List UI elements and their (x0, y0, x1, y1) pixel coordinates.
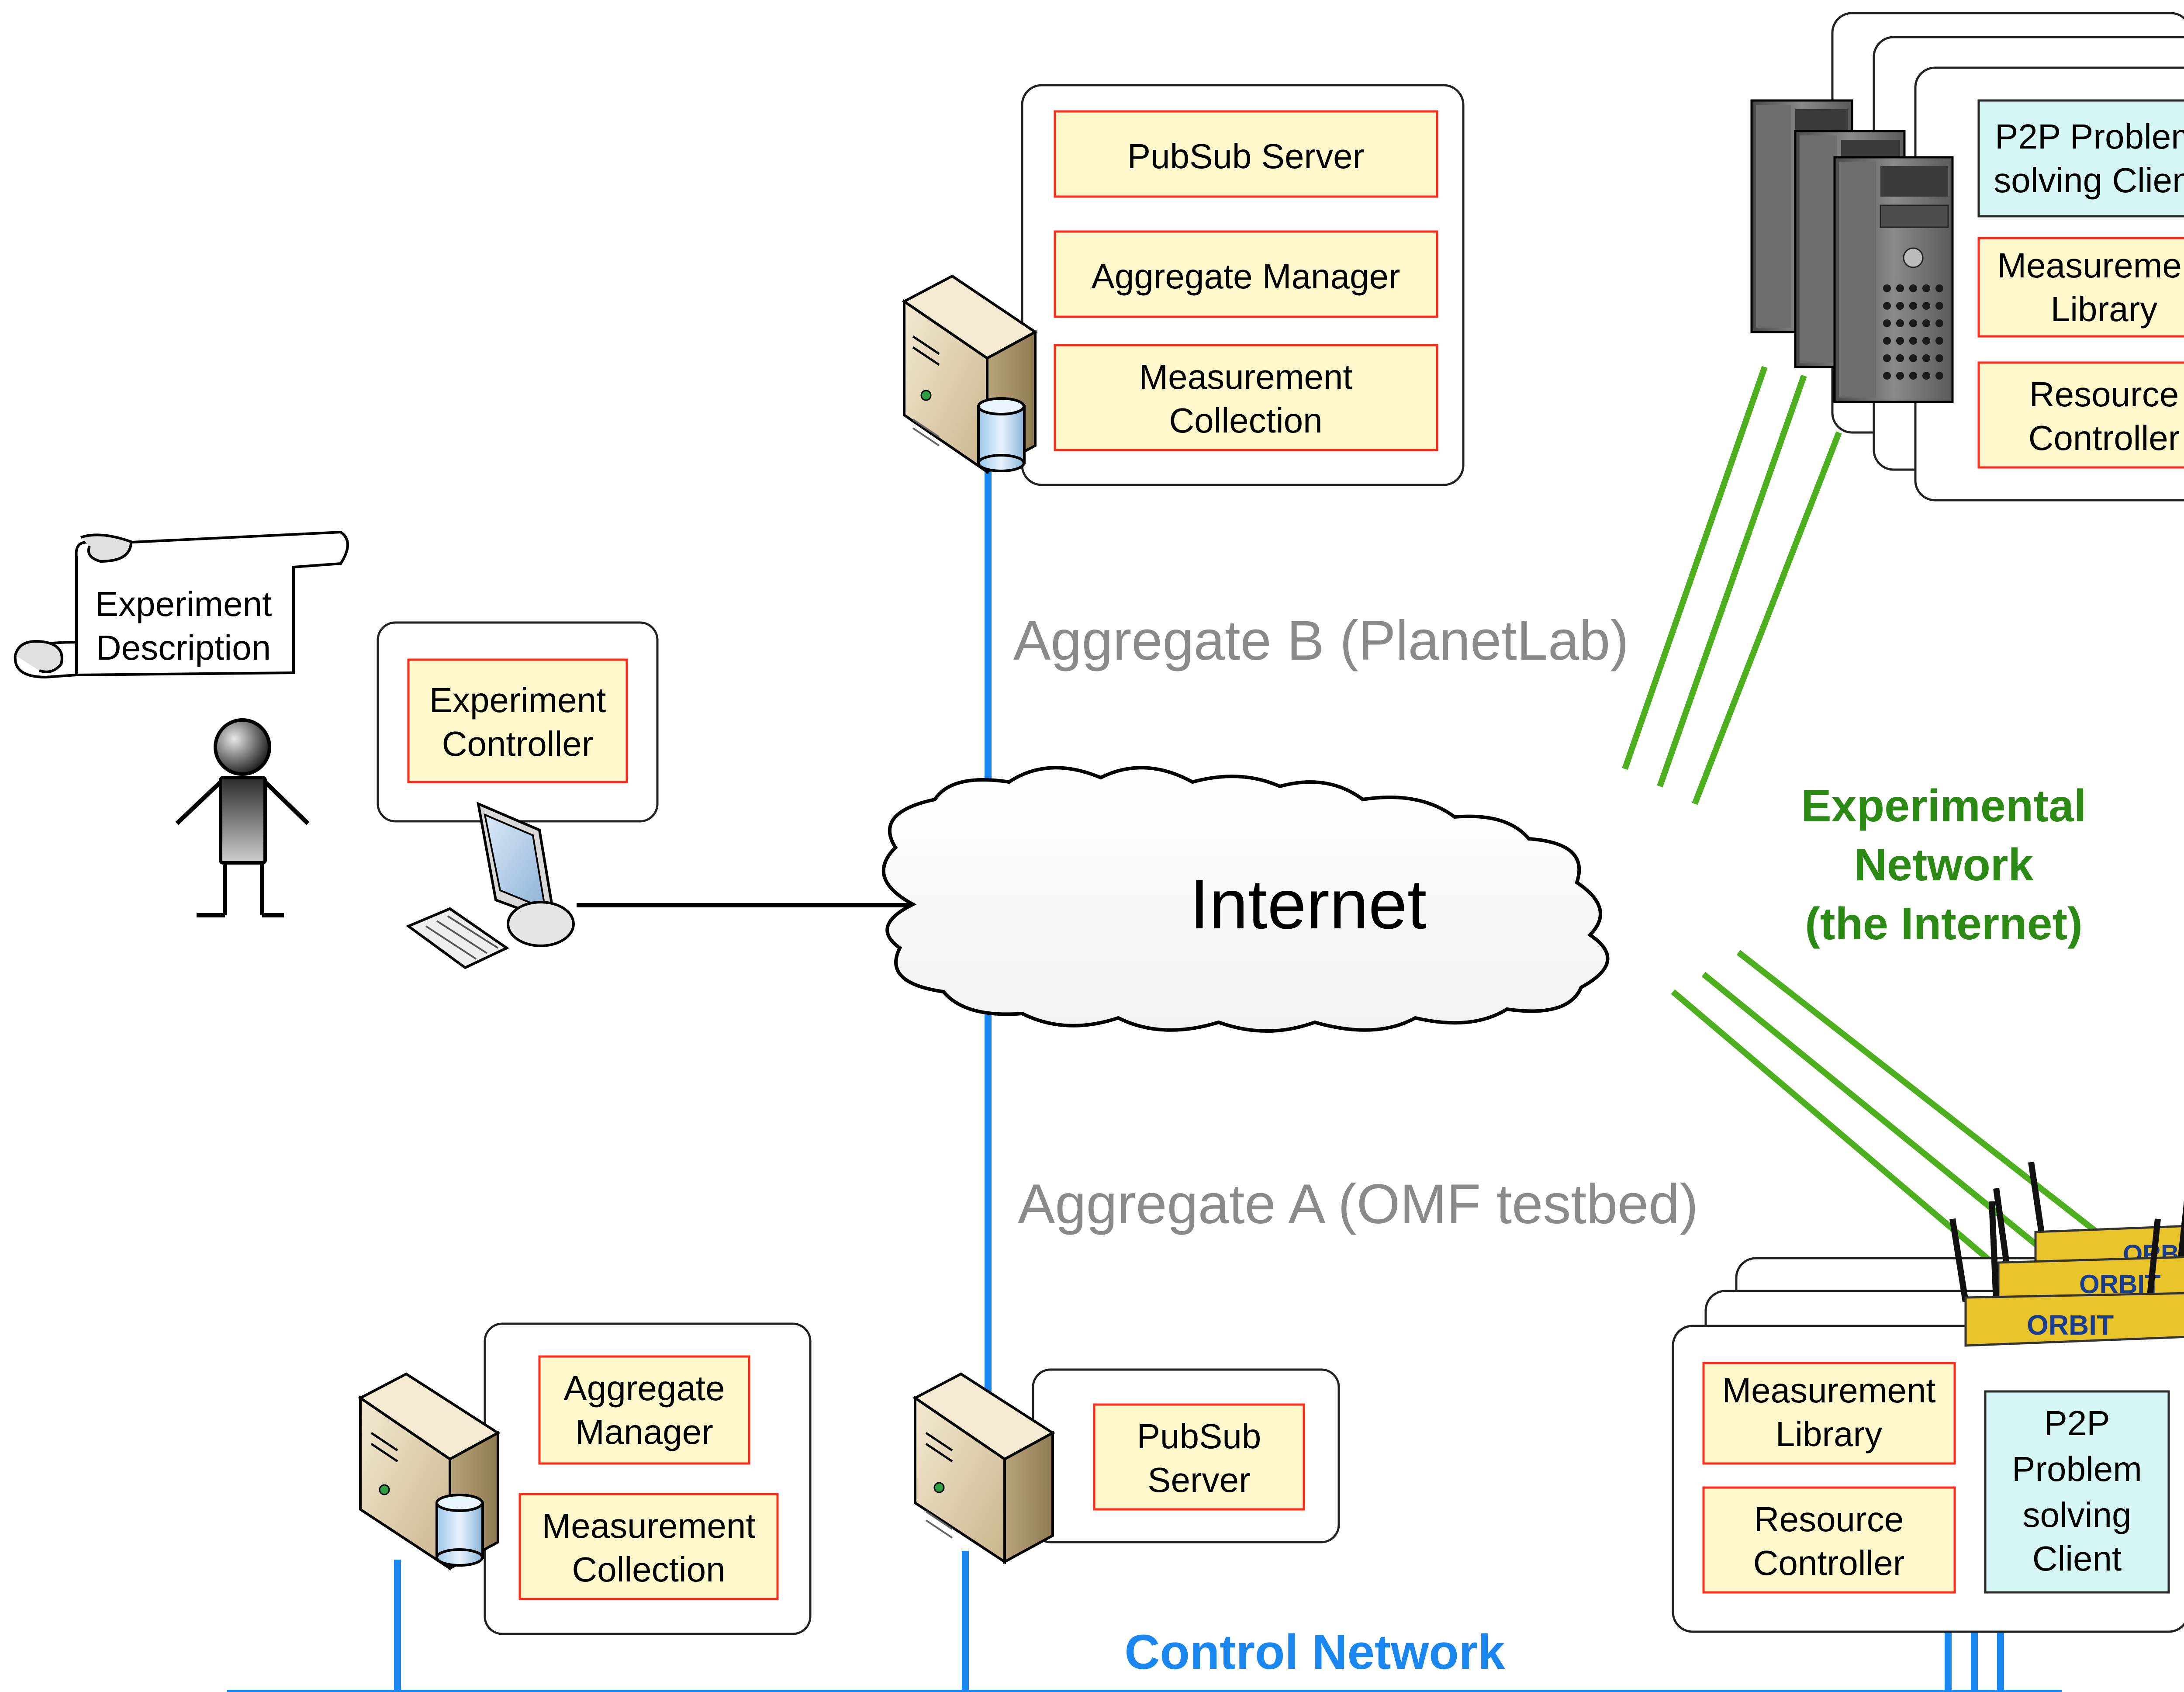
p2p-client-b-box[interactable] (1977, 99, 2184, 218)
experimental-network-line1: Experimental (1801, 781, 2086, 831)
database-icon (435, 1494, 484, 1567)
pubsub-server-a-box[interactable] (1093, 1403, 1305, 1511)
measurement-collection-b-line1: Measurement (1139, 357, 1352, 396)
p2p-client-a-line2: Problem (2012, 1450, 2142, 1488)
measurement-library-a-box[interactable] (1702, 1362, 1956, 1465)
experiment-description-line2: Description (96, 628, 271, 667)
exp-link-orbit-3 (1671, 989, 2020, 1287)
aggregate-manager-a-line1: Aggregate (563, 1369, 725, 1408)
cloud-icon (881, 766, 1610, 1033)
p2p-client-a-line1: P2P (2044, 1404, 2110, 1443)
measurement-library-b-box[interactable] (1977, 237, 2184, 338)
measurement-library-b-line1: Measurement (1997, 246, 2184, 285)
experimental-network-line2: Network (1854, 840, 2033, 890)
measurement-collection-a-line1: Measurement (542, 1506, 755, 1545)
workstation-icon (405, 802, 575, 969)
experiment-description-line1: Experiment (95, 585, 272, 623)
exp-link-planetlab-2 (1657, 374, 1807, 788)
orbit-node-icon: ORBIT ORBIT ORBIT (1949, 1161, 2184, 1347)
control-network-lines (227, 459, 2062, 1692)
p2p-client-a-line3: solving (2022, 1495, 2131, 1534)
aggregate-a-label: Aggregate A (OMF testbed) (1018, 1173, 1698, 1235)
p2p-client-a-line4: Client (2032, 1539, 2122, 1578)
experiment-controller-line2: Controller (442, 724, 594, 763)
resource-controller-b-line2: Controller (2028, 419, 2180, 457)
p2p-client-b-line2: solving Client (1994, 161, 2184, 200)
measurement-library-a-line2: Library (1776, 1415, 1883, 1453)
scroll-icon (14, 530, 349, 679)
measurement-collection-a-line2: Collection (572, 1550, 725, 1589)
resource-controller-b-line1: Resource (2029, 375, 2179, 414)
resource-controller-b-box[interactable] (1977, 361, 2184, 469)
p2p-client-b-line1: P2P Problem (1995, 117, 2184, 156)
control-network-label: Control Network (1124, 1625, 1505, 1679)
measurement-library-b-line2: Library (2051, 290, 2158, 329)
internet-label: Internet (1190, 865, 1427, 943)
tower-server-icon (1750, 99, 1954, 403)
exp-link-planetlab-3 (1692, 431, 1842, 805)
measurement-collection-a-box[interactable] (518, 1493, 779, 1600)
measurement-collection-b-line2: Collection (1169, 401, 1322, 440)
resource-controller-a-line2: Controller (1753, 1543, 1905, 1582)
server-icon (912, 1372, 1055, 1564)
resource-controller-a-box[interactable] (1702, 1486, 1956, 1594)
pubsub-server-a-line2: Server (1147, 1460, 1251, 1499)
user-icon (175, 718, 310, 917)
measurement-library-a-line1: Measurement (1722, 1371, 1935, 1410)
database-icon (977, 397, 1026, 472)
p2p-client-a-box[interactable] (1984, 1390, 2170, 1594)
experiment-controller-box[interactable] (407, 658, 628, 783)
resource-controller-a-line1: Resource (1754, 1500, 1904, 1539)
pubsub-server-a-line1: PubSub (1137, 1417, 1261, 1456)
aggregate-manager-a-line2: Manager (575, 1412, 713, 1451)
aggregate-b-label: Aggregate B (PlanetLab) (1013, 609, 1629, 672)
exp-link-planetlab-1 (1622, 366, 1768, 770)
pubsub-server-b-box[interactable] (1054, 110, 1438, 198)
measurement-collection-b-box[interactable] (1054, 344, 1438, 451)
orbit-brand-front: ORBIT (2027, 1309, 2114, 1341)
aggregate-manager-b-box[interactable] (1054, 230, 1438, 318)
aggregate-manager-a-box[interactable] (538, 1355, 750, 1465)
experimental-network-line3: (the Internet) (1805, 899, 2083, 949)
experiment-controller-line1: Experiment (429, 681, 606, 720)
aggregate-manager-b-label: Aggregate Manager (1091, 257, 1400, 296)
pubsub-server-b-label: PubSub Server (1127, 137, 1365, 176)
